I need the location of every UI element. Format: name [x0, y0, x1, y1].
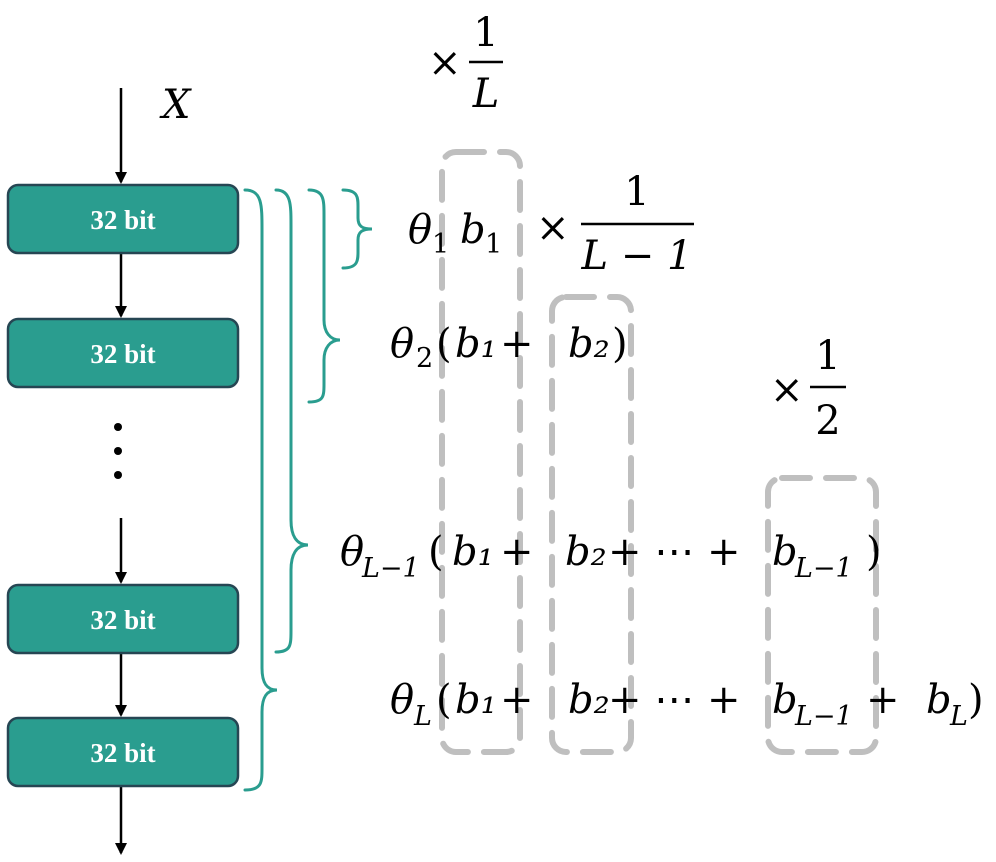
theta-L-plus-1: + — [500, 677, 534, 723]
input-label: X — [159, 82, 192, 128]
theta-2-subscript: 2 — [416, 343, 433, 374]
svg-text:L: L — [949, 701, 968, 732]
theta-L-symbol: θ — [390, 677, 414, 723]
theta-L-close-paren: ) — [968, 677, 984, 723]
formula-theta-L: θ L ( b₁ + b₂ + ⋯ + b L−1 + b L ) — [390, 677, 984, 732]
theta-2-term-b2: b₂ — [568, 321, 610, 367]
block-3-box — [6, 583, 240, 655]
block-3-label: 32 bit — [90, 605, 155, 635]
theta-L-1-term-b1: b₁ — [452, 529, 494, 575]
brace-theta-L-1 — [274, 188, 309, 654]
theta-L-1-term-b2: b₂ — [565, 529, 607, 575]
numerator-3: 1 — [815, 333, 840, 379]
theta-L-term-b2: b₂ — [568, 677, 610, 723]
theta-1-symbol: θ — [408, 207, 432, 253]
denominator-1: L — [472, 71, 500, 117]
dashed-boxes — [439, 149, 879, 755]
times-sign-1: × — [428, 40, 462, 86]
dashed-box-b1 — [439, 149, 523, 755]
theta-L-1-open-paren: ( — [428, 529, 444, 575]
block-2-box — [6, 317, 240, 389]
theta-L-1-plus-1: + — [500, 529, 534, 575]
theta-L-term-bL-1: b L−1 — [772, 677, 853, 732]
scale-factor-1-over-L-minus-1: × 1 L − 1 — [536, 169, 694, 279]
vertical-ellipsis — [114, 423, 122, 479]
scale-factor-1-over-L: × 1 L — [428, 10, 503, 117]
numerator-2: 1 — [624, 169, 649, 215]
theta-L-term-bL: b L — [926, 677, 968, 732]
times-sign-3: × — [770, 367, 804, 413]
block-1-box — [6, 183, 240, 255]
formula-theta-L-1: θ L−1 ( b₁ + b₂ + ⋯ + b L−1 ) — [340, 529, 882, 584]
theta-2-open-paren: ( — [436, 321, 452, 367]
svg-text:b: b — [772, 677, 798, 723]
b-1-symbol: b — [460, 207, 486, 253]
theta-L-1-symbol: θ — [340, 529, 364, 575]
block-2-label: 32 bit — [90, 339, 155, 369]
theta-2-plus: + — [500, 321, 534, 367]
brace-theta-L — [243, 188, 278, 792]
theta-L-1-plus-dots: + ⋯ + — [608, 529, 740, 575]
times-sign-2: × — [536, 205, 570, 251]
block-4: 32 bit — [6, 716, 240, 788]
theta-2-symbol: θ — [390, 321, 414, 367]
formula-theta-2: θ 2 ( b₁ + b₂ ) — [390, 321, 628, 374]
theta-L-plus-2: + — [866, 677, 900, 723]
block-1-label: 32 bit — [90, 205, 155, 235]
theta-L-1-subscript: L−1 — [361, 553, 420, 584]
dashed-box-b2 — [549, 294, 634, 755]
svg-text:b: b — [926, 677, 952, 723]
theta-L-1-close-paren: ) — [866, 529, 882, 575]
b-1-subscript: 1 — [485, 229, 502, 260]
brace-theta-2 — [307, 188, 341, 404]
block-4-label: 32 bit — [90, 738, 155, 768]
dashed-box-bL-1 — [765, 475, 879, 755]
svg-text:L−1: L−1 — [794, 701, 853, 732]
theta-L-plus-dots: + ⋯ + — [608, 677, 740, 723]
theta-L-open-paren: ( — [436, 677, 452, 723]
block-3: 32 bit — [6, 583, 240, 655]
block-2: 32 bit — [6, 317, 240, 389]
svg-text:b: b — [772, 529, 798, 575]
theta-L-term-b1: b₁ — [455, 677, 497, 723]
theta-L-subscript: L — [413, 701, 432, 732]
scale-factor-1-over-2: × 1 2 — [770, 333, 846, 444]
theta-1-subscript: 1 — [432, 229, 449, 260]
denominator-2: L − 1 — [581, 233, 693, 279]
braces — [243, 188, 373, 792]
block-4-box — [6, 716, 240, 788]
brace-theta-1 — [341, 188, 373, 270]
theta-2-term-b1: b₁ — [455, 321, 497, 367]
theta-L-1-term-bL-1: b L−1 — [772, 529, 853, 584]
denominator-3: 2 — [815, 398, 840, 444]
numerator-1: 1 — [473, 10, 498, 56]
block-1: 32 bit — [6, 183, 240, 255]
theta-2-close-paren: ) — [612, 321, 628, 367]
formula-theta-1: θ 1 b 1 — [408, 207, 502, 260]
svg-text:L−1: L−1 — [794, 553, 853, 584]
